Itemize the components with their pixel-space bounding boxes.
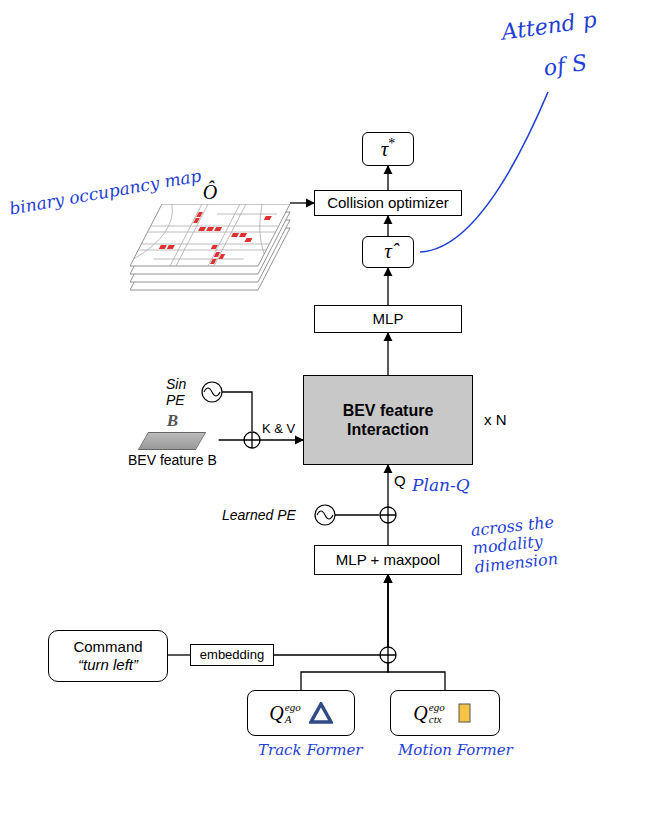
- symbol-text: τ: [381, 137, 389, 161]
- connector: [219, 439, 303, 440]
- occupancy-map-stack: [130, 204, 290, 300]
- bev-feature: B BEV feature B: [128, 412, 217, 469]
- learned-pe-symbol: [315, 505, 335, 525]
- handwritten-note: across the modality dimension: [470, 506, 625, 577]
- symbol-text: Ô: [203, 181, 217, 203]
- connector: [301, 575, 388, 690]
- feature-tile: [138, 432, 206, 450]
- subscript-text: A: [285, 713, 301, 725]
- symbol-text: B: [167, 412, 178, 430]
- node-text: BEV feature B: [128, 452, 217, 469]
- handwritten-note: of S: [542, 50, 589, 81]
- connector: [290, 202, 314, 203]
- symbol-text: Q: [269, 701, 283, 725]
- node-text: Collision optimizer: [327, 194, 449, 212]
- query-box: QegoA: [247, 690, 355, 736]
- output-box: τ̂: [362, 236, 414, 268]
- symbol-text: *: [388, 136, 395, 151]
- edge-label: K & V: [262, 422, 295, 437]
- process-box: MLP: [314, 305, 462, 333]
- node-text: embedding: [200, 647, 264, 663]
- node-text: MLP + maxpool: [336, 551, 440, 569]
- query-icon: [453, 702, 477, 724]
- pe-wire: [222, 392, 252, 431]
- query-icon: [309, 702, 333, 724]
- symbol-text: Q: [413, 701, 427, 725]
- superscript-text: ego: [285, 701, 301, 713]
- connector: [387, 216, 388, 236]
- subscript-text: ctx: [429, 713, 445, 725]
- symbol-text: τ̂: [384, 239, 392, 263]
- process-box: embedding: [190, 644, 274, 666]
- sine-wave: [204, 388, 220, 396]
- handwritten-note: Motion Former: [398, 742, 513, 759]
- node-text: “turn left”: [78, 656, 138, 674]
- superscript-text: ego: [429, 701, 445, 713]
- pe-wire: [335, 514, 379, 515]
- process-box: MLP + maxpool: [314, 545, 462, 575]
- node-text: Command: [73, 638, 142, 656]
- connector: [387, 166, 388, 190]
- sin-pe-symbol: [202, 382, 222, 402]
- handwritten-note: Plan-Q: [412, 476, 470, 496]
- handwritten-note: Attend p: [500, 7, 598, 45]
- connector: [387, 333, 388, 375]
- connector: [387, 268, 388, 305]
- node-text: MLP: [373, 310, 404, 328]
- connector: [388, 575, 445, 690]
- connector: [168, 654, 190, 655]
- interaction-block: BEV feature Interaction: [303, 375, 473, 465]
- node-text: BEV feature Interaction: [323, 401, 453, 439]
- process-box: Collision optimizer: [314, 190, 462, 216]
- query-box: Qegoctx: [390, 690, 500, 736]
- command-box: Command“turn left”: [48, 630, 168, 682]
- connector: [387, 465, 388, 545]
- output-box: τ*: [362, 132, 414, 166]
- annotation-label: x N: [484, 411, 507, 428]
- annotation-label: Sin PE: [166, 376, 200, 408]
- connector: [274, 575, 388, 655]
- annotation-curve: [420, 92, 548, 252]
- edge-label: Q: [394, 472, 406, 489]
- sine-wave: [317, 511, 333, 519]
- handwritten-note: Track Former: [258, 742, 362, 759]
- occupancy-map: Ô: [130, 180, 290, 300]
- annotation-label: Learned PE: [222, 507, 296, 523]
